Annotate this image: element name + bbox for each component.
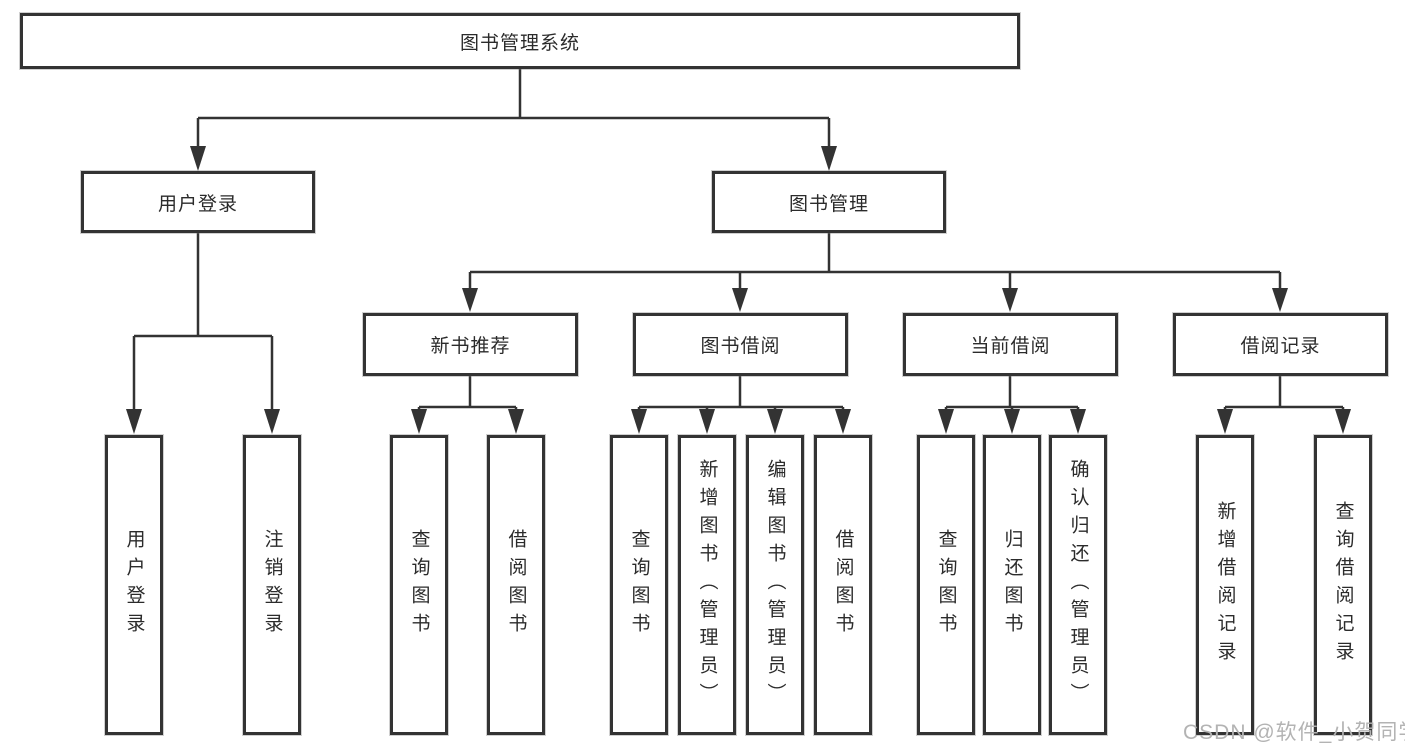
node-book-management: 图书管理 [712,171,946,233]
leaf-confirm-return-admin-label: 确认归还（管理员） [1067,459,1089,711]
leaf-query-books-3-label: 查询图书 [935,529,957,641]
node-book-borrow: 图书借阅 [633,313,848,376]
node-library-management-system-label: 图书管理系统 [459,32,580,54]
node-user-login-label: 用户登录 [157,193,238,215]
node-book-management-label: 图书管理 [788,193,869,215]
leaf-query-borrow-record: 查询借阅记录 [1314,435,1372,735]
leaf-user-login: 用户登录 [105,435,163,735]
leaf-add-borrow-record: 新增借阅记录 [1196,435,1254,735]
node-current-borrow: 当前借阅 [903,313,1118,376]
leaf-borrow-books-1: 借阅图书 [487,435,545,735]
leaf-add-borrow-record-label: 新增借阅记录 [1214,501,1236,669]
leaf-add-books-admin-label: 新增图书（管理员） [696,459,718,711]
leaf-query-books-1-label: 查询图书 [408,529,430,641]
node-borrow-records: 借阅记录 [1173,313,1388,376]
leaf-return-books-label: 归还图书 [1001,529,1023,641]
leaf-logout-label: 注销登录 [261,529,283,641]
leaf-edit-books-admin-label: 编辑图书（管理员） [764,459,786,711]
leaf-borrow-books-1-label: 借阅图书 [505,529,527,641]
node-user-login: 用户登录 [81,171,315,233]
leaf-borrow-books-2-label: 借阅图书 [832,529,854,641]
leaf-confirm-return-admin: 确认归还（管理员） [1049,435,1107,735]
leaf-query-borrow-record-label: 查询借阅记录 [1332,501,1354,669]
node-book-borrow-label: 图书借阅 [700,336,781,357]
leaf-borrow-books-2: 借阅图书 [814,435,872,735]
leaf-query-books-3: 查询图书 [917,435,975,735]
leaf-user-login-label: 用户登录 [123,529,145,641]
leaf-query-books-1: 查询图书 [390,435,448,735]
leaf-query-books-2: 查询图书 [610,435,668,735]
leaf-add-books-admin: 新增图书（管理员） [678,435,736,735]
node-new-book-recommend-label: 新书推荐 [430,336,511,357]
arrowheads [126,146,1351,434]
node-current-borrow-label: 当前借阅 [970,336,1051,357]
node-new-book-recommend: 新书推荐 [363,313,578,376]
leaf-return-books: 归还图书 [983,435,1041,735]
leaf-logout: 注销登录 [243,435,301,735]
leaf-edit-books-admin: 编辑图书（管理员） [746,435,804,735]
leaf-query-books-2-label: 查询图书 [628,529,650,641]
node-borrow-records-label: 借阅记录 [1240,336,1321,357]
csdn-watermark: CSDN @软件_小贺同学 [1183,721,1405,744]
node-library-management-system: 图书管理系统 [20,13,1020,69]
